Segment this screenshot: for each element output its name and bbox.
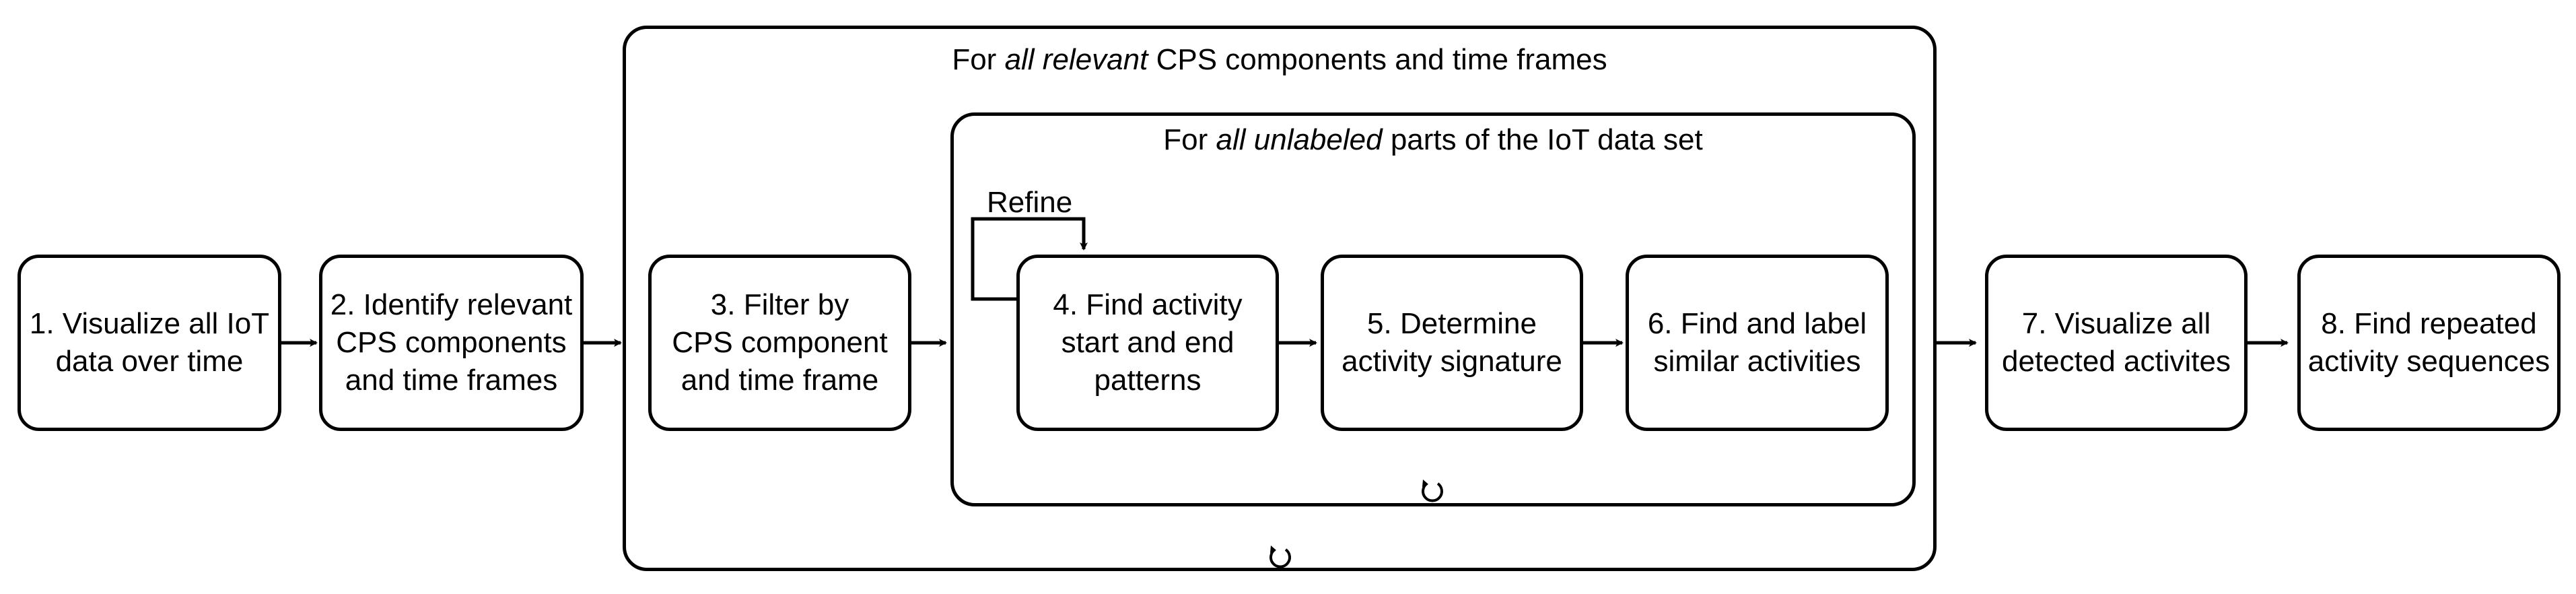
inner-loop-repeat-icon [1422,480,1443,502]
step-8-label: 8. Find repeated activity sequences [2307,306,2550,378]
inner-loop-prefix: For [1163,123,1216,156]
step-1-label: 1. Visualize all IoT data over time [29,306,270,378]
outer-loop-emphasis: all relevant [1004,43,1148,76]
outer-loop-label: For all relevant CPS components and time… [626,45,1933,75]
step-5-label: 5. Determine activity signature [1342,306,1562,378]
inner-loop-emphasis: all unlabeled [1216,123,1383,156]
step-5-box: 5. Determine activity signature [1321,255,1583,431]
refine-label: Refine [987,186,1073,219]
step-6-box: 6. Find and label similar activities [1626,255,1889,431]
step-8-box: 8. Find repeated activity sequences [2297,255,2561,431]
step-4-label: 4. Find activity start and end patterns [1053,288,1243,397]
refine-loop-arrow [971,217,1088,301]
outer-loop-frame: For all relevant CPS components and time… [623,26,1937,571]
outer-loop-prefix: For [952,43,1005,76]
step-6-label: 6. Find and label similar activities [1647,306,1867,378]
outer-loop-suffix: CPS components and time frames [1148,43,1607,76]
inner-loop-frame: For all unlabeled parts of the IoT data … [950,112,1916,506]
step-4-box: 4. Find activity start and end patterns [1016,255,1279,431]
step-7-label: 7. Visualize all detected activites [2002,306,2231,378]
inner-loop-suffix: parts of the IoT data set [1382,123,1703,156]
step-3-label: 3. Filter by CPS component and time fram… [672,288,888,397]
inner-loop-label: For all unlabeled parts of the IoT data … [954,125,1912,155]
step-1-box: 1. Visualize all IoT data over time [18,255,281,431]
step-2-label: 2. Identify relevant CPS components and … [330,288,573,397]
step-3-box: 3. Filter by CPS component and time fram… [648,255,911,431]
outer-loop-repeat-icon [1269,546,1291,568]
step-7-box: 7. Visualize all detected activites [1985,255,2248,431]
step-2-box: 2. Identify relevant CPS components and … [319,255,584,431]
